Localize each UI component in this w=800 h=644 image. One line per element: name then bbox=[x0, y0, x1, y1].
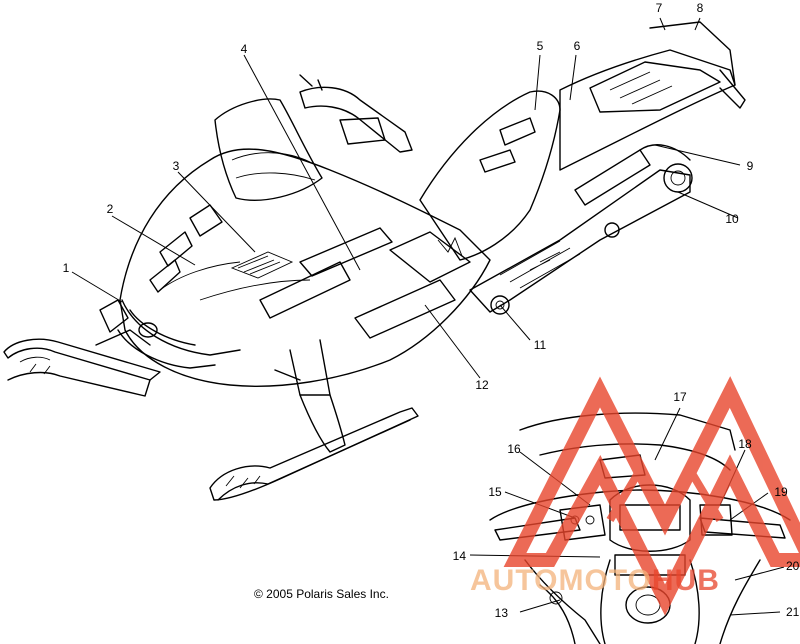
callout-7: 7 bbox=[656, 1, 663, 15]
callout-3: 3 bbox=[173, 159, 180, 173]
seat-tunnel bbox=[419, 21, 746, 315]
callout-16: 16 bbox=[507, 442, 521, 456]
callout-11: 11 bbox=[534, 338, 547, 352]
copyright-text: © 2005 Polaris Sales Inc. bbox=[254, 587, 389, 601]
svg-text:AUTOMOTOHUB: AUTOMOTOHUB bbox=[470, 564, 720, 597]
callout-1: 1 bbox=[63, 261, 70, 275]
handlebars bbox=[299, 74, 413, 153]
callout-18: 18 bbox=[738, 437, 752, 451]
watermark: AUTOMOTOHUB bbox=[470, 376, 800, 616]
callout-9: 9 bbox=[747, 159, 754, 173]
callout-5: 5 bbox=[537, 39, 544, 53]
callout-13: 13 bbox=[495, 606, 509, 620]
watermark-text-primary: AUTOMOTO bbox=[470, 564, 652, 597]
callout-2: 2 bbox=[107, 202, 114, 216]
callout-10: 10 bbox=[725, 212, 739, 226]
callout-14: 14 bbox=[453, 549, 467, 563]
callout-17: 17 bbox=[673, 390, 687, 404]
callout-8: 8 bbox=[697, 1, 704, 15]
watermark-mountain-icon bbox=[503, 376, 800, 616]
callout-4: 4 bbox=[241, 42, 248, 56]
callout-21: 21 bbox=[786, 605, 800, 619]
callout-19: 19 bbox=[774, 485, 788, 499]
right-ski bbox=[209, 339, 419, 501]
watermark-text-accent: HUB bbox=[652, 564, 720, 597]
leader-lines bbox=[71, 17, 785, 616]
left-ski bbox=[3, 329, 161, 397]
snowmobile-illustration bbox=[3, 21, 746, 501]
callout-15: 15 bbox=[488, 485, 502, 499]
callout-6: 6 bbox=[574, 39, 581, 53]
callout-20: 20 bbox=[786, 559, 800, 573]
hood-body bbox=[99, 148, 491, 387]
windshield bbox=[214, 98, 323, 201]
callout-12: 12 bbox=[475, 378, 489, 392]
callout-numbers: 1 2 3 4 5 6 7 8 9 10 11 12 13 14 15 16 1… bbox=[63, 1, 800, 620]
